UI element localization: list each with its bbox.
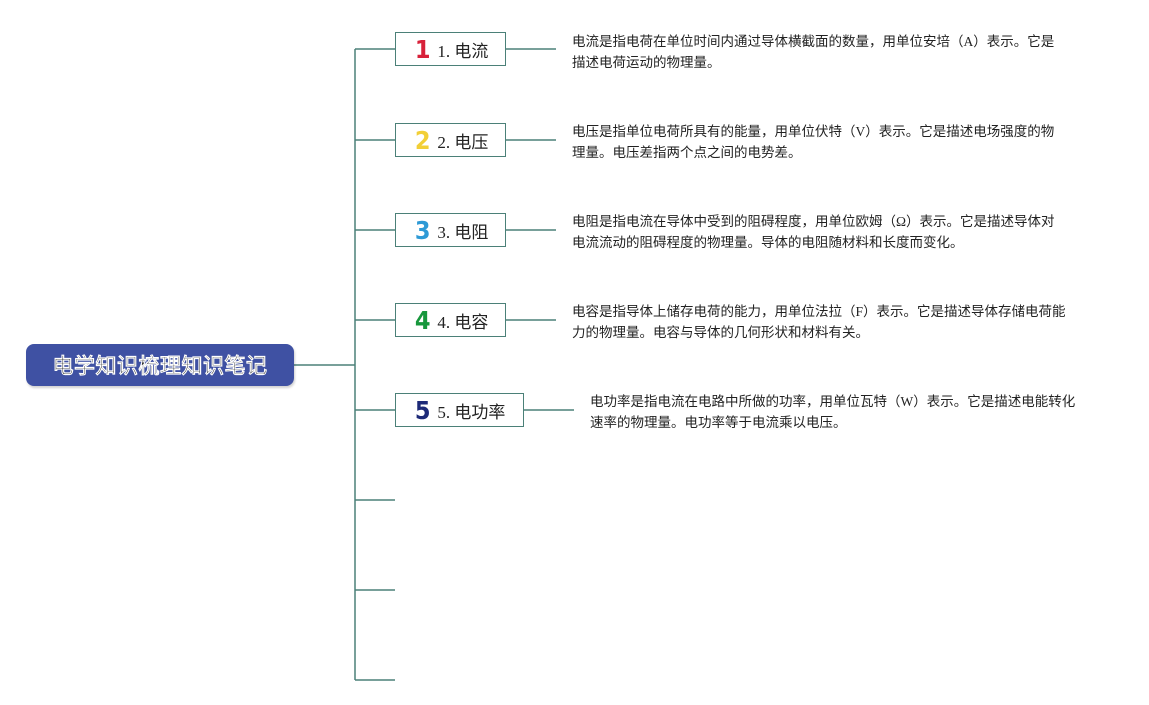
branch-title: 4. 电容 xyxy=(437,312,489,332)
branch-node-current[interactable]: 1 1. 电流 xyxy=(395,32,506,66)
branch-title: 1. 电流 xyxy=(437,41,489,61)
branch-description-resistance: 电阻是指电流在导体中受到的阻碍程度，用单位欧姆（Ω）表示。它是描述导体对电流流动… xyxy=(572,214,1055,250)
branch-description-capacitance: 电容是指导体上储存电荷的能力，用单位法拉（F）表示。它是描述导体存储电荷能力的物… xyxy=(572,304,1066,340)
number-one-icon: 1 xyxy=(414,34,431,64)
root-node[interactable]: 电学知识梳理知识笔记 xyxy=(26,344,294,386)
branch-title: 5. 电功率 xyxy=(437,402,506,422)
branch-node-voltage[interactable]: 2 2. 电压 xyxy=(395,123,506,157)
branch-description-current: 电流是指电荷在单位时间内通过导体横截面的数量，用单位安培（A）表示。它是描述电荷… xyxy=(572,34,1055,70)
number-four-icon: 4 xyxy=(414,305,431,335)
number-three-icon: 3 xyxy=(414,215,431,245)
number-five-icon: 5 xyxy=(414,395,431,425)
branch-title: 2. 电压 xyxy=(437,132,489,152)
number-two-icon: 2 xyxy=(414,125,431,155)
branch-title: 3. 电阻 xyxy=(437,222,489,242)
branch-node-power[interactable]: 5 5. 电功率 xyxy=(395,393,524,427)
branch-node-capacitance[interactable]: 4 4. 电容 xyxy=(395,303,506,337)
branch-node-resistance[interactable]: 3 3. 电阻 xyxy=(395,213,506,247)
branch-description-voltage: 电压是指单位电荷所具有的能量，用单位伏特（V）表示。它是描述电场强度的物理量。电… xyxy=(572,124,1055,160)
branch-description-power: 电功率是指电流在电路中所做的功率，用单位瓦特（W）表示。它是描述电能转化速率的物… xyxy=(590,394,1076,430)
